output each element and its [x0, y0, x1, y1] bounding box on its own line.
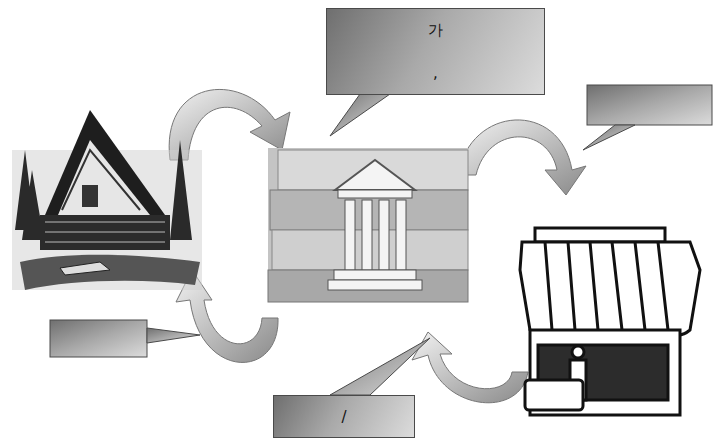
callout-text: / [341, 408, 346, 426]
callout-text: 가 [428, 21, 443, 40]
callout-tail [330, 94, 430, 395]
store-illustration [520, 228, 700, 415]
house-illustration [12, 110, 202, 290]
callout-text: , [433, 64, 438, 82]
empty-callout [50, 85, 712, 357]
callout-box: 가, [326, 8, 545, 95]
callout-box: / [273, 395, 415, 438]
money-bank-illustration [268, 148, 468, 302]
